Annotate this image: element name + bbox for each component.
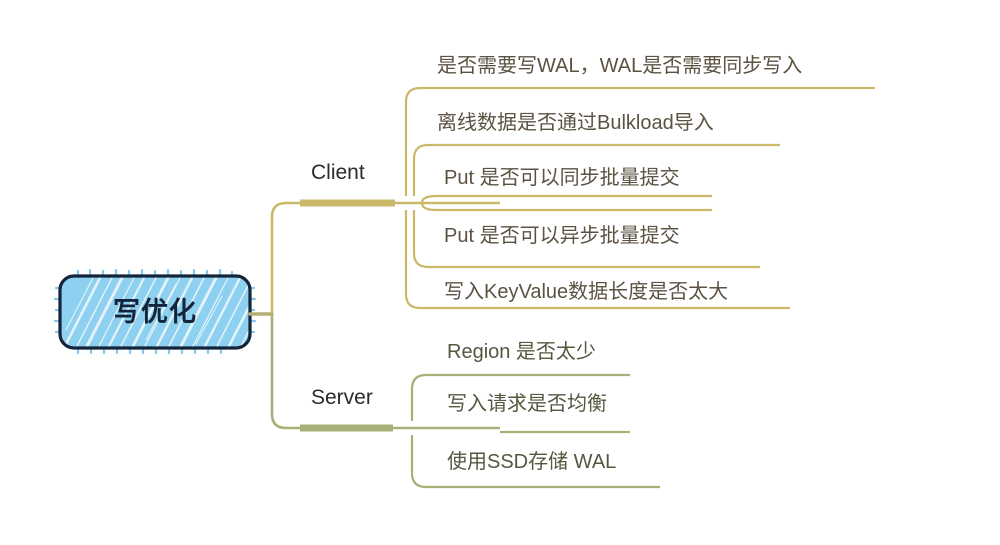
leaf-client-2[interactable]: Put 是否可以同步批量提交 [444, 167, 680, 189]
leaf-client-3[interactable]: Put 是否可以异步批量提交 [444, 225, 680, 247]
branch-label-client[interactable]: Client [311, 161, 365, 184]
connector-server-branch [270, 314, 500, 432]
leaf-client-0[interactable]: 是否需要写WAL，WAL是否需要同步写入 [437, 55, 803, 77]
connector-server-leaves [410, 373, 660, 489]
branch-label-server[interactable]: Server [311, 386, 373, 409]
connector-client-branch [270, 199, 500, 314]
root-node-label[interactable]: 写优化 [113, 296, 197, 327]
connector-client-leaves [404, 86, 875, 310]
leaf-client-1[interactable]: 离线数据是否通过Bulkload导入 [437, 112, 714, 134]
leaf-server-0[interactable]: Region 是否太少 [447, 341, 596, 363]
leaf-server-2[interactable]: 使用SSD存储 WAL [447, 451, 617, 473]
leaf-server-1[interactable]: 写入请求是否均衡 [447, 393, 607, 415]
leaf-client-4[interactable]: 写入KeyValue数据长度是否太大 [444, 281, 729, 303]
root-node-shape[interactable] [53, 268, 280, 355]
